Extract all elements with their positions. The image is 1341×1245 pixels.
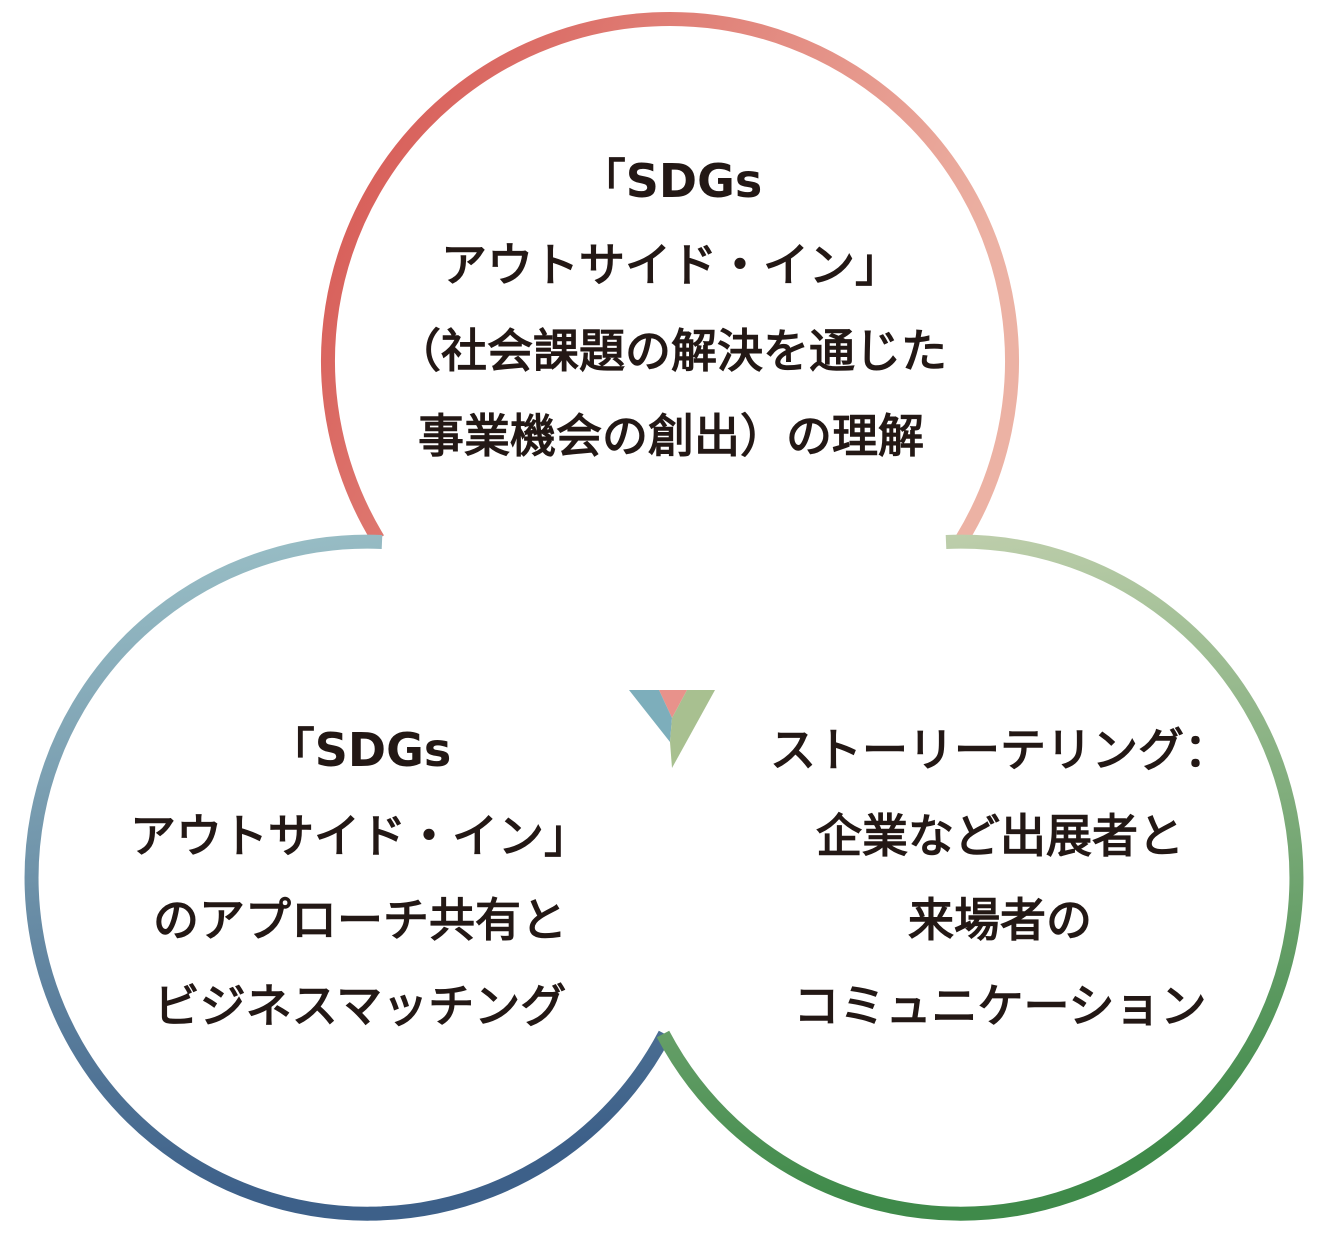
circle-top-line: （社会課題の解決を通じた xyxy=(395,324,947,378)
circle-right-line: 企業など出展者と xyxy=(816,809,1184,863)
circle-right-outline xyxy=(656,534,1304,1221)
circle-right-line: ストーリーテリング： xyxy=(770,723,1230,777)
circle-top-line: アウトサイド・イン」 xyxy=(441,238,901,292)
circle-left-line: のアプローチ共有と xyxy=(153,893,567,947)
circle-left-label: 「SDGs アウトサイド・イン」 のアプローチ共有と ビジネスマッチング xyxy=(130,723,590,1033)
circle-right-line: コミュニケーション xyxy=(793,979,1206,1033)
circle-top-label: 「SDGs アウトサイド・イン」 （社会課題の解決を通じた 事業機会の創出）の理… xyxy=(395,154,947,463)
circle-left-line: 「SDGs xyxy=(269,723,451,777)
circle-top-outline xyxy=(321,12,1019,543)
circle-right-line: 来場者の xyxy=(908,893,1092,947)
circle-right-label: ストーリーテリング： 企業など出展者と 来場者の コミュニケーション xyxy=(770,723,1230,1033)
center-triangle-marker xyxy=(629,690,715,768)
marker-segment-top xyxy=(659,690,687,718)
marker-segment-right xyxy=(670,690,715,768)
circle-left-line: ビジネスマッチング xyxy=(154,979,567,1033)
circle-left-line: アウトサイド・イン」 xyxy=(130,809,590,863)
circle-top-line: 「SDGs xyxy=(580,154,762,208)
circle-top-line: 事業機会の創出）の理解 xyxy=(418,409,924,463)
circle-left-outline xyxy=(24,534,672,1221)
marker-segment-left xyxy=(629,690,672,742)
